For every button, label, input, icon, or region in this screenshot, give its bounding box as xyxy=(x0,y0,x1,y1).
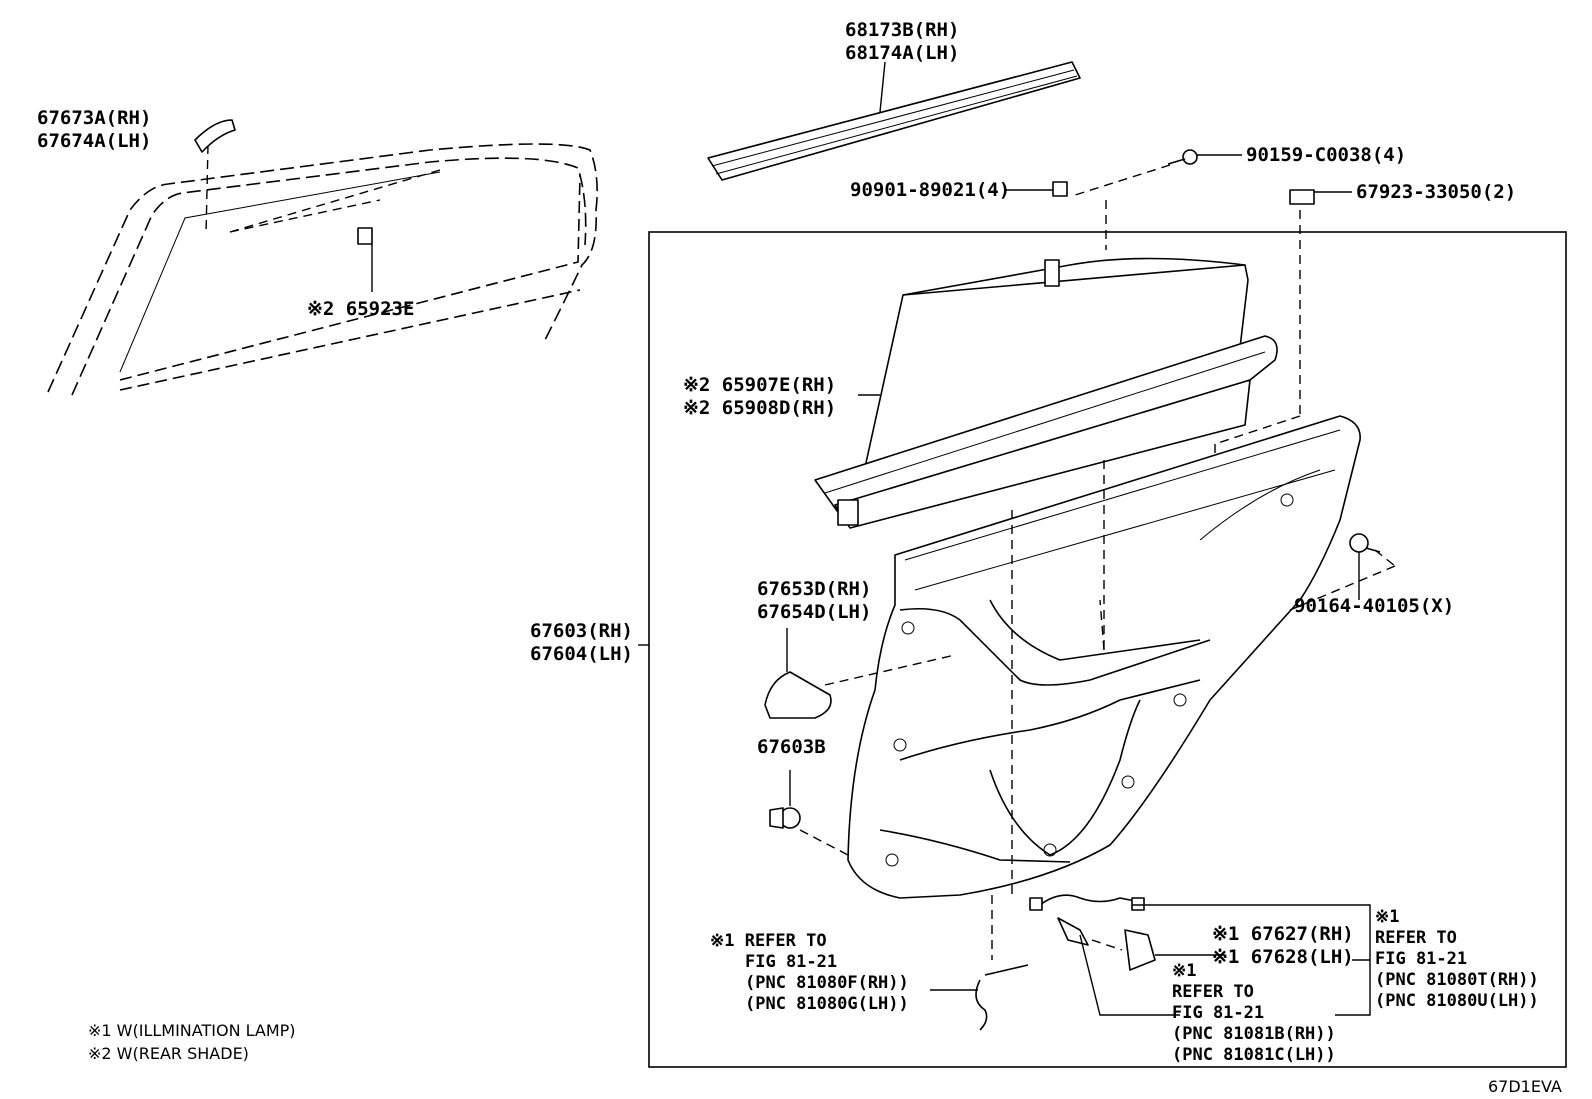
label-90159: 90159-C0038(4) xyxy=(1246,144,1406,166)
ref2-line5: (PNC 81081C(LH)) xyxy=(1172,1045,1336,1065)
assembly-frame xyxy=(648,231,1567,1068)
label-67673a: 67673A(RH) xyxy=(37,107,151,129)
top-fasteners xyxy=(1006,149,1352,470)
part-labels: 68173B(RH) 68174A(LH) 67673A(RH) 67674A(… xyxy=(37,19,1516,968)
ref2-line1: ※1 xyxy=(1172,961,1196,981)
screw-90164-illustration xyxy=(1289,533,1396,611)
label-67603b: 67603B xyxy=(757,736,826,758)
ref3-line4: (PNC 81080T(RH)) xyxy=(1375,970,1539,990)
ref1-line1: ※1 REFER TO xyxy=(710,931,827,951)
label-65907e: ※2 65907E(RH) xyxy=(683,374,836,396)
label-68174a: 68174A(LH) xyxy=(845,42,959,64)
ref2-line2: REFER TO xyxy=(1172,982,1254,1002)
label-67923: 67923-33050(2) xyxy=(1356,181,1516,203)
label-67653d: 67653D(RH) xyxy=(757,578,871,600)
label-67604: 67604(LH) xyxy=(530,643,633,665)
ref3-line5: (PNC 81080U(LH)) xyxy=(1375,991,1539,1011)
illustration-id: 67D1EVA xyxy=(1488,1077,1562,1096)
lamp-harness-illustration xyxy=(930,894,1371,1031)
ref2-line3: FIG 81-21 xyxy=(1172,1003,1264,1023)
door-trim-panel-illustration xyxy=(847,415,1361,960)
legend-note-1: ※1 W(ILLMINATION LAMP) xyxy=(88,1021,296,1040)
ref3-line3: FIG 81-21 xyxy=(1375,949,1467,969)
label-65908d: ※2 65908D(RH) xyxy=(683,397,836,419)
door-frame-illustration xyxy=(47,119,598,396)
trim-clip-illustration xyxy=(769,770,849,856)
label-90901: 90901-89021(4) xyxy=(850,179,1010,201)
ref1-line3: (PNC 81080F(RH)) xyxy=(745,973,909,993)
label-67654d: 67654D(LH) xyxy=(757,601,871,623)
label-67627: ※1 67627(RH) xyxy=(1212,923,1354,945)
label-65923e: ※2 65923E xyxy=(307,298,414,320)
reference-notes: ※1 REFER TO FIG 81-21 (PNC 81080F(RH)) (… xyxy=(710,907,1539,1065)
label-67603: 67603(RH) xyxy=(530,620,633,642)
legend: ※1 W(ILLMINATION LAMP) ※2 W(REAR SHADE) xyxy=(88,1021,296,1063)
rear-shade-illustration xyxy=(814,257,1278,529)
ref1-line4: (PNC 81080G(LH)) xyxy=(745,994,909,1014)
ref1-line2: FIG 81-21 xyxy=(745,952,837,972)
belt-weatherstrip-illustration xyxy=(707,61,1081,181)
label-67628: ※1 67628(LH) xyxy=(1212,946,1354,968)
label-68173b: 68173B(RH) xyxy=(845,19,959,41)
label-67674a: 67674A(LH) xyxy=(37,130,151,152)
ref2-line4: (PNC 81081B(RH)) xyxy=(1172,1024,1336,1044)
ref3-line2: REFER TO xyxy=(1375,928,1457,948)
handle-cover-illustration xyxy=(764,628,956,719)
ref3-line1: ※1 xyxy=(1375,907,1399,927)
legend-note-2: ※2 W(REAR SHADE) xyxy=(88,1044,249,1063)
label-90164: 90164-40105(X) xyxy=(1294,595,1454,617)
